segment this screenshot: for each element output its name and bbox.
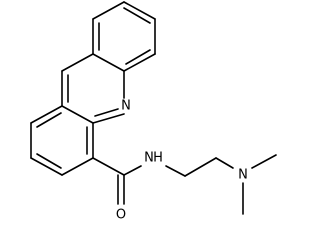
dimethylaminoethyl-chain — [165, 154, 277, 215]
amide-nitrogen-label: N — [144, 151, 154, 166]
bond — [92, 157, 125, 176]
bond — [36, 112, 62, 128]
bond — [61, 53, 94, 72]
bond — [215, 157, 234, 169]
carbonyl-oxygen-label: O — [116, 208, 126, 223]
acridine-core — [0, 0, 284, 252]
lower-benzo-ring — [30, 105, 94, 176]
carboxamide-group — [92, 157, 142, 205]
bond — [92, 113, 125, 124]
bond — [61, 157, 94, 176]
bond — [123, 7, 151, 24]
bond — [92, 53, 125, 72]
bond — [123, 165, 142, 176]
structure-canvas: N N H O N — [0, 0, 284, 252]
bond — [123, 53, 156, 72]
bond — [61, 105, 94, 124]
bond — [92, 1, 125, 20]
bond — [125, 49, 151, 65]
bond — [94, 108, 119, 117]
ring-nitrogen-label: N — [121, 99, 131, 114]
bond — [184, 157, 217, 177]
chemical-structure: N N H O N — [0, 0, 284, 252]
amide-hydrogen-label: H — [153, 151, 163, 166]
amine-nitrogen-label: N — [238, 168, 248, 183]
bond — [165, 165, 186, 177]
bond — [123, 1, 156, 20]
bond — [36, 153, 62, 169]
bond — [30, 105, 63, 124]
bond — [251, 154, 277, 169]
background — [0, 0, 284, 252]
bond — [30, 157, 63, 176]
